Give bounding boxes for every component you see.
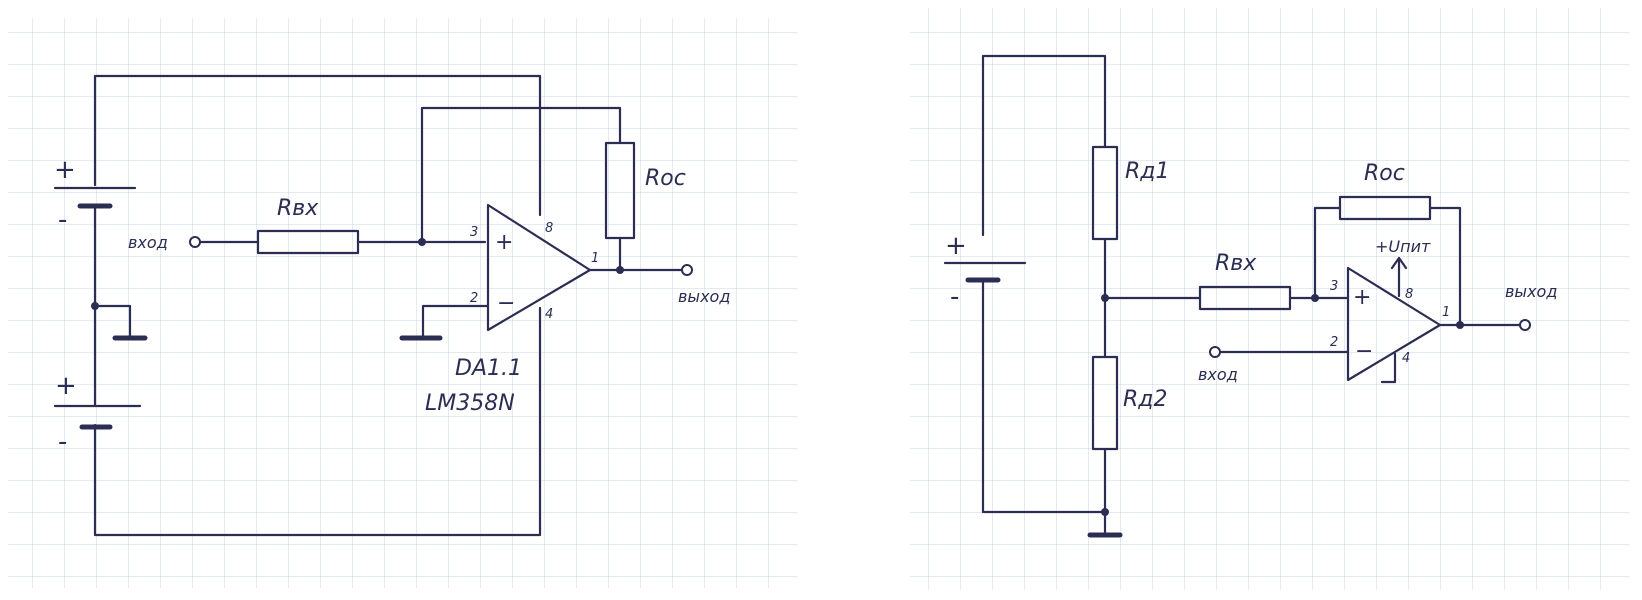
left-midpoint-ground-wire <box>93 304 132 339</box>
right-supply-label: +Uпит <box>1375 237 1431 256</box>
right-feedback-left-wire <box>1313 206 1342 300</box>
left-feedback-loop-wire <box>420 106 622 244</box>
left-pin-8: 8 <box>545 221 553 236</box>
left-opamp-minus: − <box>497 291 515 316</box>
right-opamp-minus: − <box>1355 339 1373 364</box>
left-input-resistor-label: Rвх <box>277 196 319 221</box>
right-opamp-triangle <box>1346 266 1442 382</box>
right-pin-8: 8 <box>1405 287 1413 302</box>
left-inverting-ground-wire <box>421 304 490 339</box>
right-output-node <box>1456 321 1464 329</box>
left-output-node <box>616 266 624 274</box>
left-battery-bottom-plus: + <box>55 371 77 401</box>
right-ground-node <box>1101 508 1109 516</box>
right-output-label: выход <box>1505 282 1557 301</box>
right-input-label: вход <box>1198 365 1238 384</box>
left-designator: DA1.1 <box>455 356 522 381</box>
right-schematic: + - Rд1 Rд2 Rвх Roc +Uпит вход выход + −… <box>943 54 1557 538</box>
right-feedback-right-wire <box>1428 206 1462 327</box>
left-bottom-supply-wire <box>93 306 542 537</box>
left-grid-paper <box>8 18 798 588</box>
left-schematic: + - + - вход Rвх Roc выход + − 3 2 1 8 4… <box>53 74 730 537</box>
left-pin-3: 3 <box>470 225 478 240</box>
left-top-supply-wire <box>93 74 542 217</box>
left-pin-4: 4 <box>545 307 553 322</box>
left-input-label: вход <box>128 233 168 252</box>
left-battery-top-minus: - <box>58 205 67 235</box>
right-pin-3: 3 <box>1330 279 1338 294</box>
right-divider-bottom-label: Rд2 <box>1123 387 1168 412</box>
left-pin-2: 2 <box>470 291 478 306</box>
left-battery-bottom-minus: - <box>58 427 67 457</box>
left-pin-1: 1 <box>591 251 599 266</box>
left-output-label: выход <box>678 287 730 306</box>
right-input-resistor-label: Rвх <box>1215 251 1257 276</box>
left-battery-top-plus: + <box>54 155 76 185</box>
right-battery-plus: + <box>945 231 967 261</box>
right-opamp-plus: + <box>1353 285 1371 310</box>
right-divider-top-label: Rд1 <box>1125 159 1170 184</box>
left-output-terminal <box>681 264 693 276</box>
right-pin-1: 1 <box>1442 305 1450 320</box>
right-grid-paper <box>910 8 1630 590</box>
right-feedback-resistor-label: Roc <box>1364 161 1405 186</box>
right-input-terminal <box>1209 346 1221 358</box>
left-part-number: LM358N <box>425 391 515 416</box>
left-opamp-plus: + <box>495 230 513 255</box>
right-supply-arrow <box>1390 256 1408 270</box>
right-vminus-pin-wire <box>1380 352 1397 384</box>
left-opamp-triangle <box>486 203 592 332</box>
right-bottom-supply-wire <box>981 278 1107 514</box>
right-pin-2: 2 <box>1330 335 1338 350</box>
right-top-supply-wire <box>981 54 1107 237</box>
left-feedback-resistor-label: Roc <box>645 166 686 191</box>
right-battery-minus: - <box>950 282 959 312</box>
right-output-terminal <box>1519 319 1531 331</box>
right-pin-4: 4 <box>1402 351 1410 366</box>
left-input-terminal <box>189 236 201 248</box>
